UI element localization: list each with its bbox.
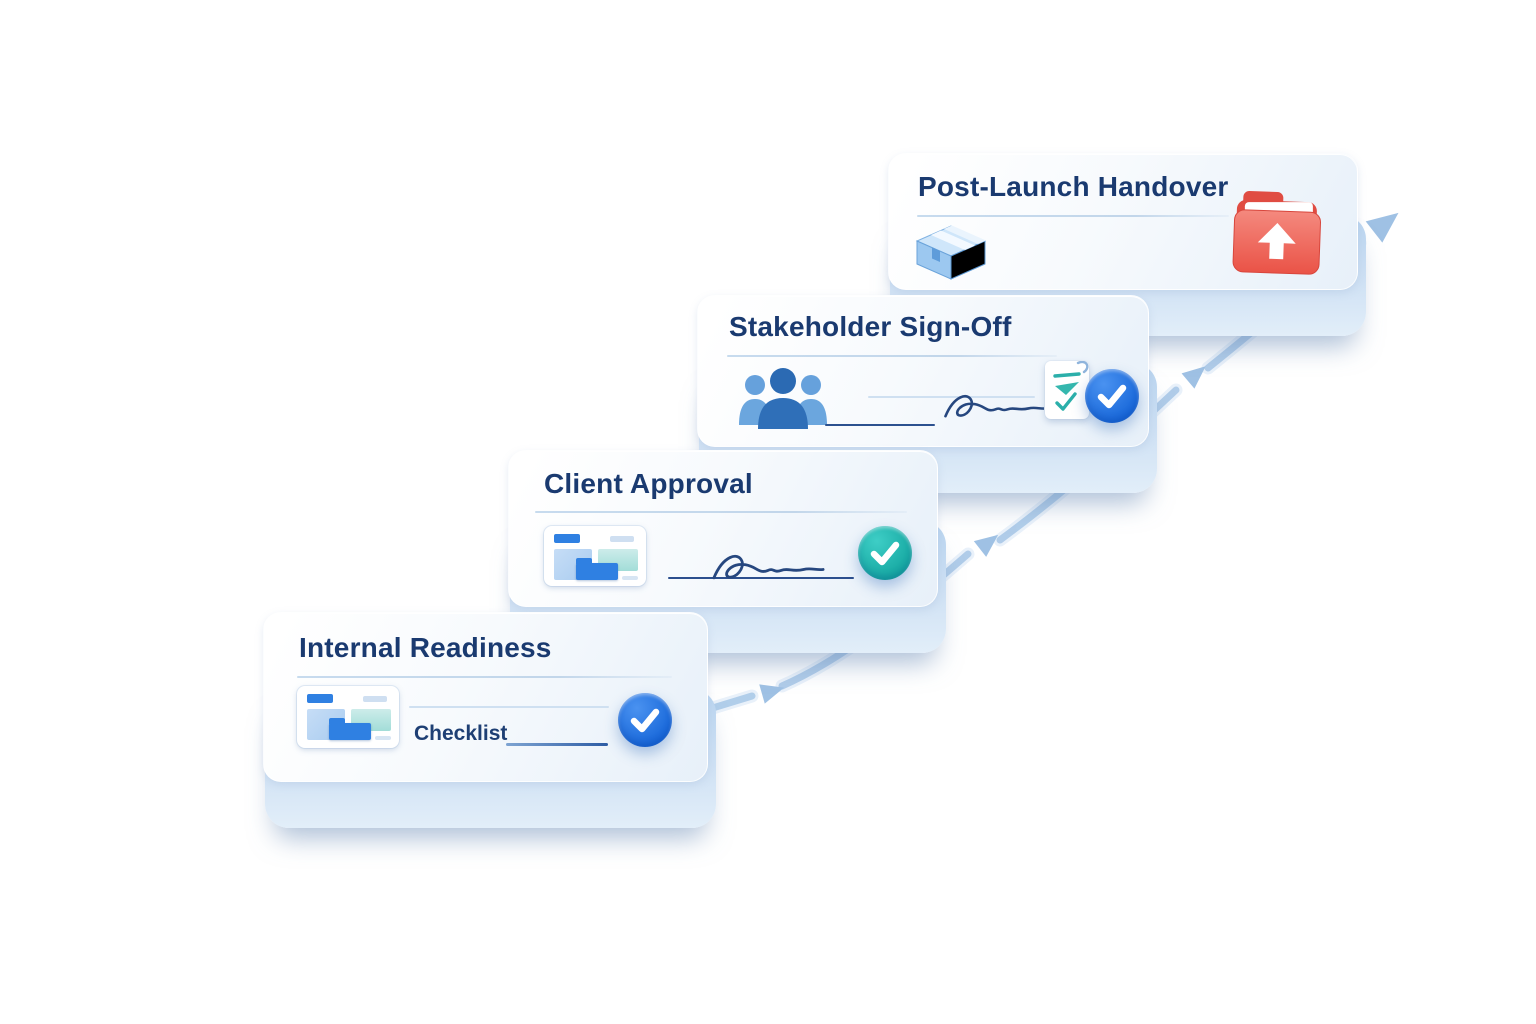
field-line: [506, 743, 608, 746]
check-circle-icon: [858, 526, 912, 580]
card-title: Post-Launch Handover: [918, 171, 1229, 202]
upload-folder-icon: [1232, 191, 1322, 275]
field-line: [868, 396, 1035, 398]
check-circle-icon: [1085, 369, 1139, 423]
arrowhead-icons: [759, 212, 1399, 704]
field-line: [409, 706, 609, 708]
dashboard-thumbnail-icon: [544, 526, 646, 586]
signature-icon: [712, 554, 825, 580]
divider: [535, 511, 907, 513]
dashboard-thumbnail-icon: [297, 686, 399, 748]
card-title: Internal Readiness: [299, 632, 552, 663]
field-line: [668, 577, 854, 579]
step-card-stakeholder-sign-off: Stakeholder Sign-Off: [697, 295, 1157, 493]
divider: [297, 676, 672, 678]
step-card-post-launch-handover: Post-Launch Handover: [888, 153, 1366, 336]
check-circle-icon: [618, 693, 672, 747]
upload-arrow-glyph: [1257, 223, 1296, 260]
package-box-icon: [915, 225, 987, 280]
card-title: Stakeholder Sign-Off: [729, 311, 1012, 342]
step-card-internal-readiness: Internal Readiness Checklist: [263, 612, 716, 828]
document-check-icon: [1045, 360, 1089, 419]
step-card-client-approval: Client Approval: [508, 450, 946, 653]
divider: [727, 355, 1057, 357]
field-line: [825, 424, 935, 426]
card-title: Client Approval: [544, 468, 753, 499]
signature-icon: [944, 395, 1048, 418]
checklist-label: Checklist: [414, 722, 508, 745]
team-icon: [739, 368, 827, 429]
divider: [917, 215, 1229, 217]
